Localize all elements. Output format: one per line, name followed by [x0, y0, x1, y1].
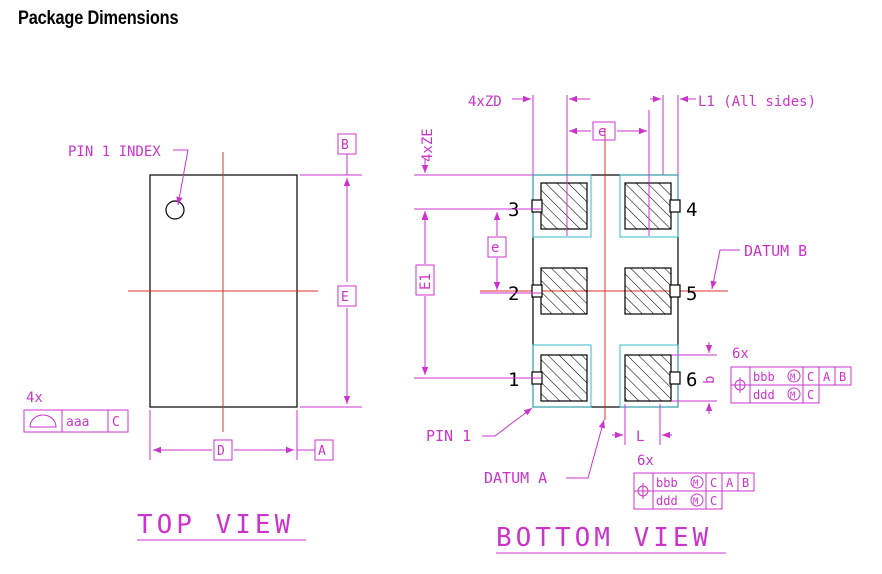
dim-e: E: [341, 290, 349, 305]
fcf-right-c2: C: [807, 388, 814, 402]
fcf-bottom-c1: C: [710, 476, 717, 490]
pin1-label: PIN 1: [426, 427, 471, 445]
e-pitch-vertical: e: [491, 240, 499, 256]
datum-a-box: A: [318, 444, 326, 459]
fcf-bottom-count: 6x: [637, 453, 654, 469]
svg-text:M: M: [790, 391, 796, 401]
datum-b-label: DATUM B: [744, 242, 807, 260]
bottom-view: 3 2 1 4 5 6 4xZD e L1 (All sides) 4xZE: [414, 94, 852, 554]
pin-2-label: 2: [508, 283, 519, 305]
datum-a-label: DATUM A: [484, 469, 547, 487]
e-pitch-horizontal: e: [598, 124, 606, 140]
fcf-right-a: A: [823, 370, 831, 384]
l-label: L: [636, 429, 644, 445]
pin1-index-label: PIN 1 INDEX: [68, 144, 161, 160]
svg-text:M: M: [790, 373, 796, 383]
pad-5: [624, 267, 672, 315]
top-view: PIN 1 INDEX E B D A 4x aaa C: [23, 133, 362, 541]
flatness-datum: C: [112, 415, 120, 430]
fcf-right: bbb M C A B ddd M C: [730, 366, 852, 404]
fcf-bottom: bbb M C A B ddd M C: [633, 472, 755, 510]
e1-label: E1: [418, 273, 434, 290]
pad-3: [540, 182, 588, 230]
fcf-bottom-a: A: [726, 476, 734, 490]
page-title: Package Dimensions: [18, 8, 179, 29]
flatness-symbol-icon: [29, 414, 57, 428]
flatness-count: 4x: [26, 390, 43, 406]
fcf-bottom-b: B: [742, 476, 749, 490]
fcf-right-bbb: bbb: [753, 370, 775, 384]
pad-1: [540, 354, 588, 402]
pin-3-label: 3: [508, 199, 519, 221]
pad-6: [624, 354, 672, 402]
svg-text:M: M: [693, 479, 699, 489]
zd-label: 4xZD: [468, 94, 502, 110]
fcf-right-c1: C: [807, 370, 814, 384]
fcf-right-b: B: [839, 370, 846, 384]
pin-4-label: 4: [686, 199, 697, 221]
flatness-tol: aaa: [66, 415, 89, 430]
bottom-view-caption: BOTTOM VIEW: [496, 523, 712, 553]
pin1-index-dot: [165, 200, 185, 220]
pad-2: [540, 267, 588, 315]
ze-label: 4xZE: [420, 128, 436, 162]
pin-6-label: 6: [686, 369, 697, 391]
fcf-right-ddd: ddd: [753, 388, 775, 402]
fcf-bottom-ddd: ddd: [656, 494, 678, 508]
fcf-bottom-bbb: bbb: [656, 476, 678, 490]
fcf-bottom-c2: C: [710, 494, 717, 508]
pin-5-label: 5: [686, 283, 697, 305]
l1-label: L1 (All sides): [698, 94, 816, 110]
datum-b-box: B: [341, 138, 349, 153]
pin-1-label: 1: [508, 369, 519, 391]
b-label: b: [702, 376, 718, 384]
svg-text:M: M: [693, 497, 699, 507]
pad-4: [624, 182, 672, 230]
dim-d: D: [217, 444, 225, 459]
top-view-caption: TOP VIEW: [137, 510, 294, 540]
fcf-right-count: 6x: [732, 346, 749, 362]
